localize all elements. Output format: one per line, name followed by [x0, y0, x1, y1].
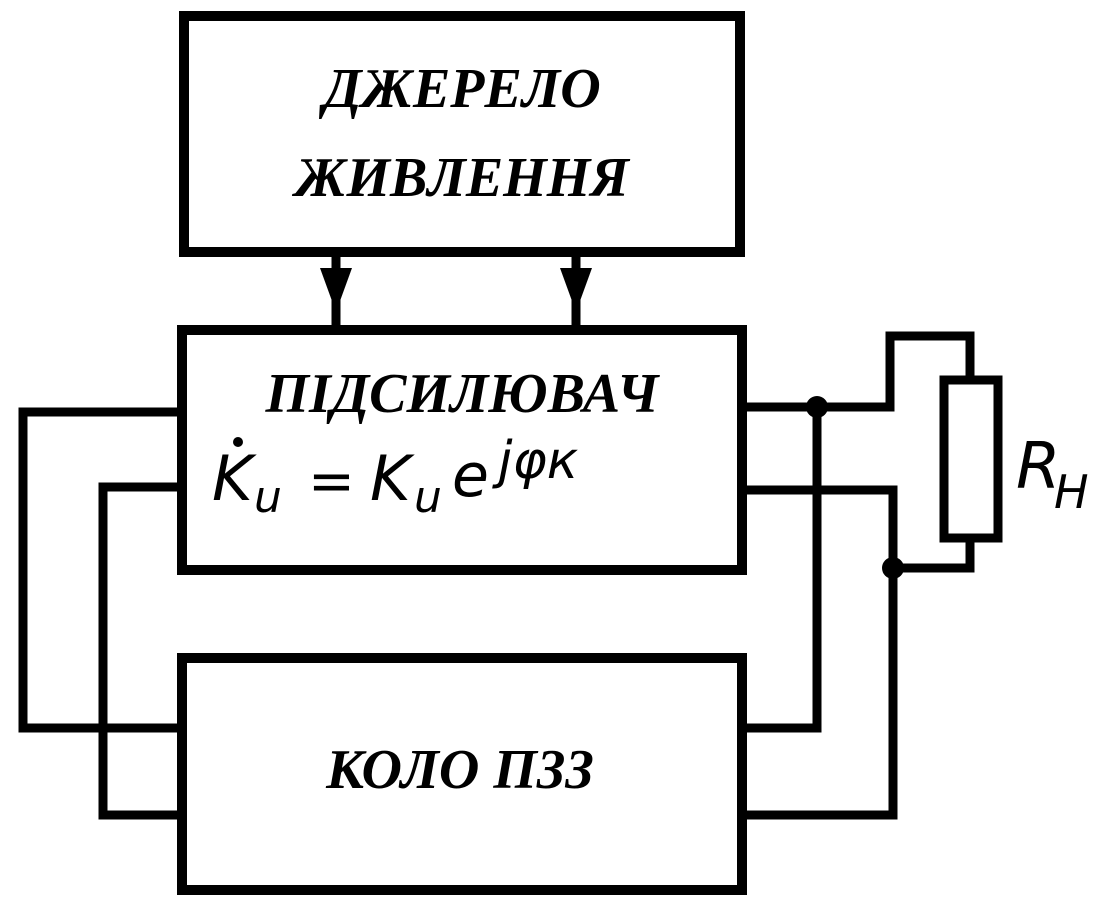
formula-equals: = [308, 449, 355, 514]
feedback-box [177, 653, 747, 895]
wire-junction1-to-feedback [737, 402, 822, 733]
power-supply-block: ДЖЕРЕЛО ЖИВЛЕННЯ [179, 11, 745, 257]
power-supply-label-line2: ЖИВЛЕННЯ [291, 147, 630, 209]
amplifier-label: ПІДСИЛЮВАЧ [264, 363, 660, 425]
wires [18, 247, 975, 820]
power-supply-box [179, 11, 745, 257]
formula-lhs-main: K [212, 442, 257, 515]
formula-lhs-sub: u [254, 472, 282, 523]
amplifier-block: ПІДСИЛЮВАЧ K u = K u e jφк [177, 325, 747, 575]
load-label-main: R [1016, 430, 1060, 504]
load-resistor-body [939, 375, 1003, 543]
formula-rhs-sub: u [414, 472, 442, 523]
formula-rhs-main: K [370, 442, 415, 515]
wire-inner-left-loop [98, 482, 185, 820]
feedback-block: КОЛО ПЗЗ [177, 653, 747, 895]
supply-arrows [320, 268, 592, 312]
power-supply-label-line1: ДЖЕРЕЛО [318, 58, 600, 120]
gain-formula: K u = K u e jφк [212, 431, 579, 523]
arrow-down-left-icon [320, 268, 352, 312]
wire-load-bottom [888, 533, 975, 573]
feedback-label: КОЛО ПЗЗ [325, 739, 594, 801]
formula-exp-base: e [452, 441, 489, 511]
load-label-sub: H [1054, 465, 1089, 519]
junction-dot-bottom [882, 557, 904, 579]
wire-amp-output-bottom [737, 485, 898, 573]
arrow-down-right-icon [560, 268, 592, 312]
formula-exp-power: jφк [492, 431, 579, 491]
junction-dot-top [806, 396, 828, 418]
load-resistor: R H [939, 375, 1089, 543]
wire-amp-output-top [737, 331, 975, 412]
amplifier-box [177, 325, 747, 575]
formula-dot-icon [233, 437, 243, 447]
wire-junction2-to-feedback [737, 563, 898, 820]
